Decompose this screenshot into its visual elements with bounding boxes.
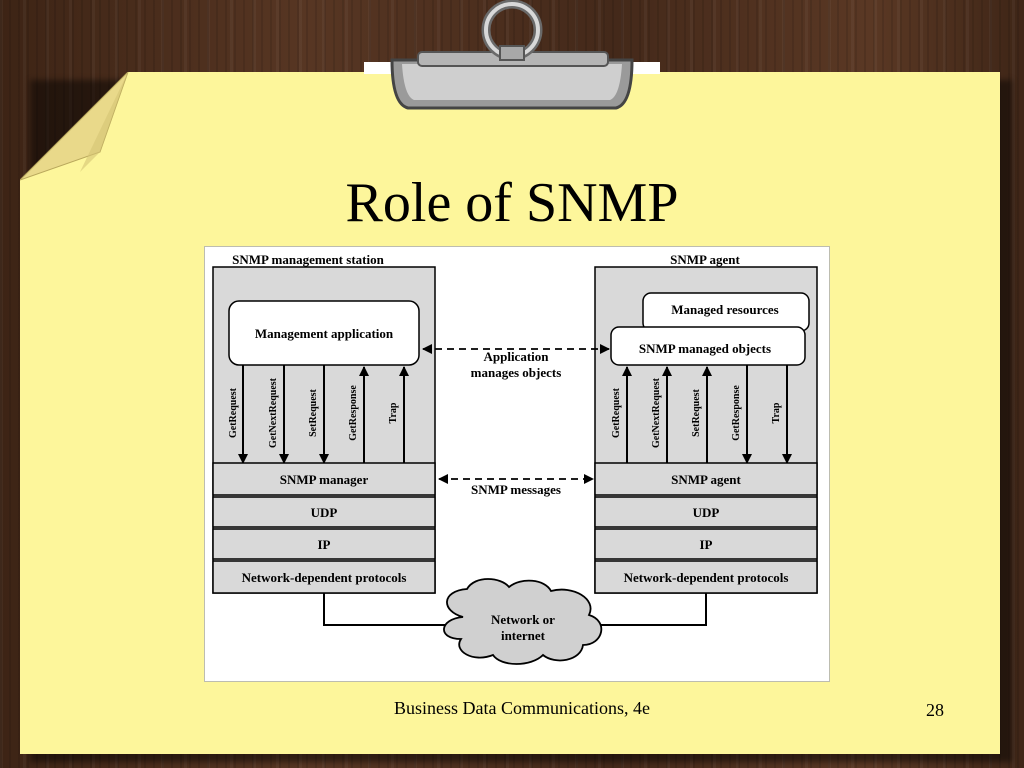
agent-network-label: Network-dependent protocols [624,570,789,585]
station-network-wire [323,593,455,626]
slide-footer: Business Data Communications, 4e [394,698,650,718]
agent-msg-getrequest: GetRequest [611,387,622,438]
cloud-label-2: internet [501,628,546,643]
agent-msg-getresponse: GetResponse [731,385,742,441]
agent-msg-getnextrequest: GetNextRequest [651,377,662,448]
station-ip-label: IP [318,537,331,552]
management-application-label: Management application [255,326,394,341]
snmp-manager-layer [212,462,436,496]
station-network-layer [212,560,436,594]
cloud-label-1: Network or [491,612,555,627]
slide-title: Role of SNMP [345,172,679,234]
snmp-manager-label: SNMP manager [280,472,369,487]
station-msg-getresponse: GetResponse [348,385,359,441]
agent-ip-layer [594,528,818,560]
station-label: SNMP management station [232,252,384,267]
app-link-label-2: manages objects [471,365,562,380]
managed-objects-box [610,326,806,366]
station-network-label: Network-dependent protocols [242,570,407,585]
agent-msg-trap: Trap [771,402,782,423]
agent-udp-layer [594,496,818,528]
station-udp-label: UDP [311,505,338,520]
station-msg-setrequest: SetRequest [308,388,319,436]
agent-udp-label: UDP [693,505,720,520]
agent-ip-label: IP [700,537,713,552]
network-cloud-icon [443,578,603,665]
binder-clip-icon [364,0,660,110]
page-number: 28 [926,700,944,720]
snmp-diagram: SNMP management station Management appli… [204,246,830,682]
agent-label: SNMP agent [670,252,740,267]
station-msg-getnextrequest: GetNextRequest [268,377,279,448]
station-msg-trap: Trap [388,402,399,423]
station-ip-layer [212,528,436,560]
app-link-label-1: Application [483,349,549,364]
snmp-agent-layer [594,462,818,496]
msg-link-label: SNMP messages [471,482,561,497]
agent-network-layer [594,560,818,594]
agent-msg-setrequest: SetRequest [691,388,702,436]
agent-network-wire [599,593,707,626]
station-msg-getrequest: GetRequest [228,387,239,438]
station-udp-layer [212,496,436,528]
snmp-agent-layer-label: SNMP agent [671,472,741,487]
managed-resources-label: Managed resources [671,302,778,317]
managed-objects-label: SNMP managed objects [639,341,771,356]
